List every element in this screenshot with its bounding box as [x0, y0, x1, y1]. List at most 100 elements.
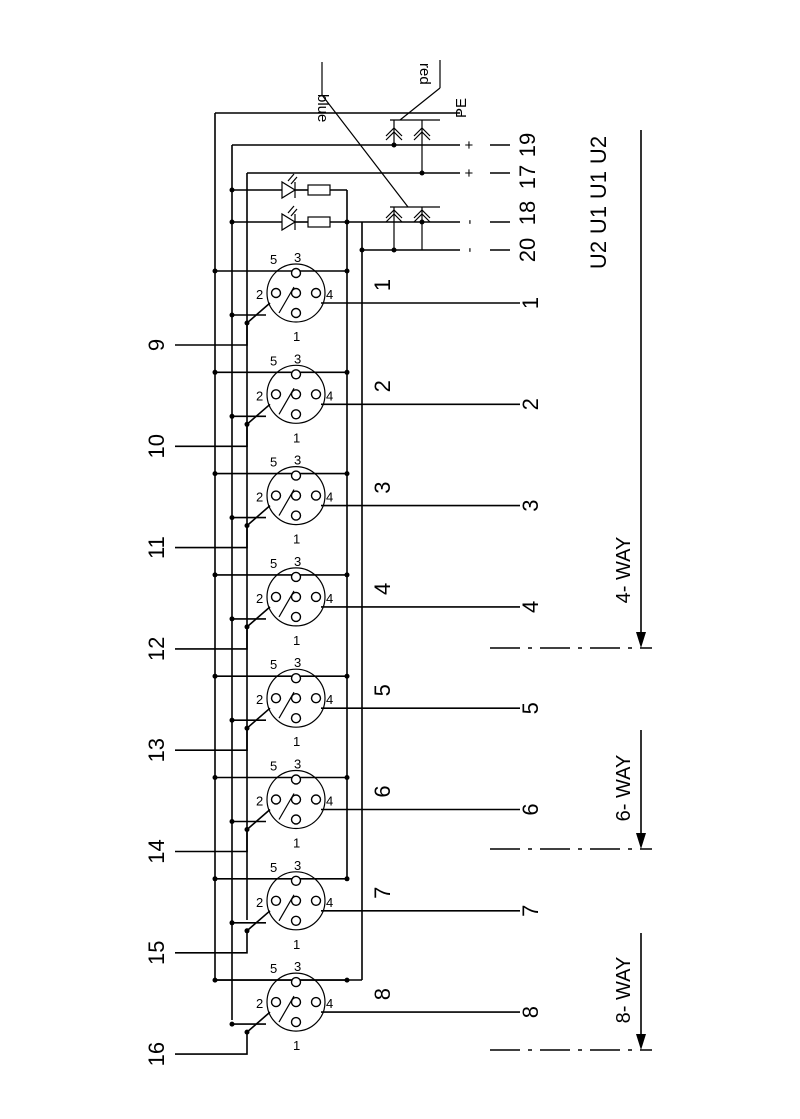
terminal-18-sign: - [461, 220, 478, 225]
connector-outer-label: 3 [518, 499, 543, 511]
connector-pin-5-label: 5 [270, 759, 277, 774]
connector-pin-3-label: 3 [294, 351, 301, 366]
connector-pin-1-label: 1 [293, 329, 300, 344]
terminal-19-sign: + [461, 140, 478, 149]
terminal-20-number: 20 [515, 238, 540, 262]
supply-plug-upper [385, 119, 440, 173]
connector-left-label: 14 [144, 839, 169, 863]
connector-outer-label: 6 [518, 803, 543, 815]
connector-inner-label: 8 [370, 988, 395, 1000]
connector-body [266, 364, 326, 424]
connector-pin-2-label: 2 [256, 692, 263, 707]
connector-pin-5-label: 5 [270, 252, 277, 267]
connector-pin-2-label: 2 [256, 996, 263, 1011]
connector-body [266, 263, 326, 323]
connector-outer-label: 5 [518, 702, 543, 714]
connector-left-label: 16 [144, 1042, 169, 1066]
blue-wire-leader [321, 94, 409, 208]
connector-inner-label: 4 [370, 583, 395, 595]
voltage-label-4: U2 [586, 241, 611, 269]
connector-pin-2-label: 2 [256, 388, 263, 403]
connector-left-label: 15 [144, 941, 169, 965]
connector-left-label: 9 [144, 339, 169, 351]
connector-pin-1-label: 1 [293, 836, 300, 851]
connector-outer-label: 8 [518, 1006, 543, 1018]
supply-section: blue red PE + 19 + 17 - 18 - 20 [215, 60, 540, 262]
connector-8: 3 5 2 4 1 8 8 16 [144, 959, 543, 1066]
connector-pin-4-label: 4 [326, 287, 333, 302]
connector-pin-1-label: 1 [293, 937, 300, 952]
connector-inner-label: 1 [370, 279, 395, 291]
connector-inner-label: 6 [370, 785, 395, 797]
connector-pin-1-label: 1 [293, 532, 300, 547]
connector-pin-4-label: 4 [326, 692, 333, 707]
connector-inner-label: 3 [370, 481, 395, 493]
connector-6: 3 5 2 4 1 6 6 14 [144, 757, 543, 864]
connector-pin-2-label: 2 [256, 794, 263, 809]
resistor-1 [307, 184, 331, 196]
voltage-labels: U2 U1 U1 U2 [586, 136, 611, 269]
connector-pin-4-label: 4 [326, 591, 333, 606]
voltage-label-2: U1 [586, 171, 611, 199]
voltage-label-3: U1 [586, 206, 611, 234]
connector-pin-4-label: 4 [326, 794, 333, 809]
connector-pin-2-label: 2 [256, 591, 263, 606]
resistor-2 [307, 216, 331, 228]
variant-4-way-label: 4- WAY [613, 537, 635, 604]
connector-pin-3-label: 3 [294, 453, 301, 468]
connector-pin-3-label: 3 [294, 858, 301, 873]
terminal-pe-label: PE [453, 98, 470, 118]
connector-pin-3-label: 3 [294, 757, 301, 772]
connector-pin-5-label: 5 [270, 455, 277, 470]
supply-plug-lower [385, 206, 440, 250]
connector-pin-2-label: 2 [256, 490, 263, 505]
connector-pin-1-label: 1 [293, 633, 300, 648]
blue-wire-label: blue [314, 94, 331, 122]
connector-body [266, 972, 326, 1032]
connector-pin-4-label: 4 [326, 996, 333, 1011]
led-indicator-1 [232, 173, 347, 200]
connector-pin-1-label: 1 [293, 430, 300, 445]
connector-inner-label: 5 [370, 684, 395, 696]
connector-pin-3-label: 3 [294, 655, 301, 670]
led-indicator-2 [232, 205, 347, 232]
terminal-17-sign: + [461, 168, 478, 177]
connector-body [266, 466, 326, 526]
terminal-20-sign: - [461, 248, 478, 253]
connector-body [266, 668, 326, 728]
bus-rails [214, 113, 363, 1020]
connector-inner-label: 7 [370, 887, 395, 899]
connector-left-label: 12 [144, 637, 169, 661]
connector-pin-5-label: 5 [270, 353, 277, 368]
connector-body [266, 567, 326, 627]
connector-left-label: 13 [144, 738, 169, 762]
variant-markers: 4- WAY 6- WAY 8- WAY [490, 130, 652, 1051]
variant-6-way-label: 6- WAY [613, 755, 635, 822]
connector-pin-4-label: 4 [326, 895, 333, 910]
connector-outer-label: 4 [518, 601, 543, 613]
connector-outer-label: 1 [518, 297, 543, 309]
connector-pin-2-label: 2 [256, 287, 263, 302]
connector-pin-2-label: 2 [256, 895, 263, 910]
connector-pin-1-label: 1 [293, 1038, 300, 1053]
red-wire-leader [399, 87, 441, 121]
connector-body [266, 769, 326, 830]
terminal-19-number: 19 [515, 133, 540, 157]
connector-body [266, 871, 326, 931]
connector-pin-4-label: 4 [326, 388, 333, 403]
connector-pin-3-label: 3 [294, 959, 301, 974]
variant-8-way-label: 8- WAY [613, 957, 635, 1024]
connector-pin-3-label: 3 [294, 554, 301, 569]
terminal-17-number: 17 [515, 165, 540, 189]
connector-outer-label: 2 [518, 398, 543, 410]
terminal-18-number: 18 [515, 201, 540, 225]
connector-pin-5-label: 5 [270, 961, 277, 976]
connector-outer-label: 7 [518, 905, 543, 917]
